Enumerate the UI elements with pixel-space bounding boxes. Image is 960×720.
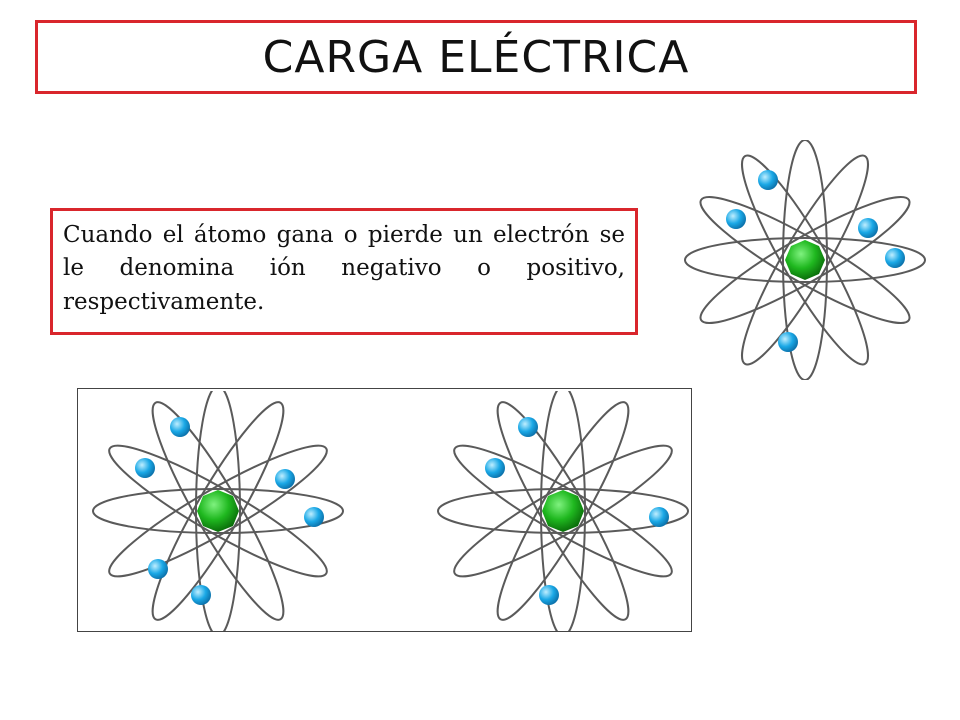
nucleus [785, 240, 825, 280]
description-box: Cuando el átomo gana o pierde un electró… [50, 208, 638, 335]
orbit [92, 488, 344, 534]
orbit [151, 401, 285, 621]
orbit [540, 391, 586, 631]
electron [518, 417, 538, 437]
page-title: CARGA ELÉCTRICA [262, 31, 690, 83]
nucleus [542, 490, 584, 532]
positive-ion-icon [437, 391, 689, 631]
electron [858, 218, 878, 238]
electron [726, 209, 746, 229]
electron [485, 458, 505, 478]
orbit [496, 401, 630, 621]
orbit [684, 237, 926, 283]
electrons [726, 170, 905, 352]
orbits [684, 140, 926, 380]
orbit [741, 154, 869, 366]
orbit [782, 140, 828, 380]
electron [758, 170, 778, 190]
ion-comparison-box [77, 388, 692, 632]
electron [135, 458, 155, 478]
electron [170, 417, 190, 437]
nucleus [197, 490, 239, 532]
electron [148, 559, 168, 579]
electron [649, 507, 669, 527]
neutral-atom-icon [684, 140, 926, 380]
electron [275, 469, 295, 489]
orbit [699, 196, 911, 324]
orbit [108, 444, 328, 578]
orbit [453, 444, 673, 578]
electrons [135, 417, 324, 605]
electron [304, 507, 324, 527]
orbit [699, 196, 911, 324]
orbit [437, 488, 689, 534]
orbits [92, 391, 344, 631]
title-box: CARGA ELÉCTRICA [35, 20, 917, 94]
orbit [195, 391, 241, 631]
negative-ion-icon [92, 391, 344, 631]
electron [191, 585, 211, 605]
orbit [741, 154, 869, 366]
electron [778, 332, 798, 352]
description-text: Cuando el átomo gana o pierde un electró… [63, 222, 625, 315]
electron [885, 248, 905, 268]
electrons [485, 417, 669, 605]
electron [539, 585, 559, 605]
